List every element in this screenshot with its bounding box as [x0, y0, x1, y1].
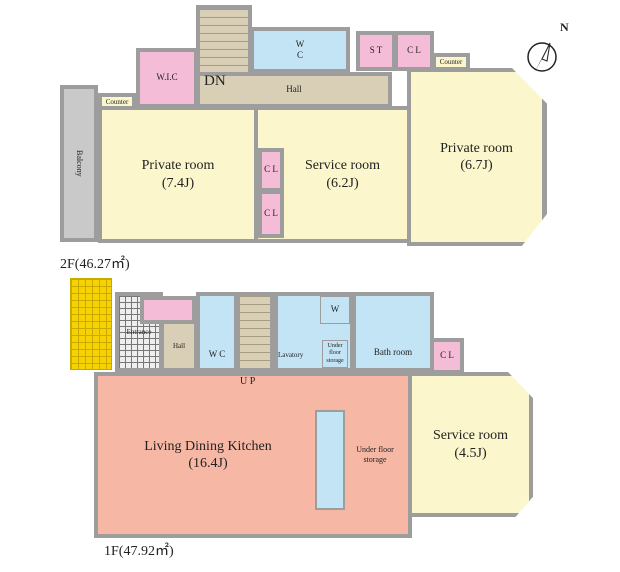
floor1-area: 1F(47.92㎡) — [104, 544, 174, 559]
room-name: Private room — [440, 140, 513, 156]
compass-label: N — [560, 20, 569, 34]
wc-label-w: W — [295, 38, 305, 49]
storage-closet: S T — [356, 31, 396, 71]
private-room-7-4: Private room (7.4J) — [98, 106, 258, 243]
staircase-1f — [236, 292, 274, 372]
staircase-2f — [196, 5, 252, 77]
room-size: (6.2J) — [326, 175, 359, 191]
walk-in-closet: W.I.C — [136, 48, 198, 108]
down-label: DN — [204, 73, 226, 89]
room-size: (4.5J) — [454, 445, 487, 461]
room-name: Private room — [141, 158, 215, 173]
closet-2f: C L — [394, 31, 434, 71]
balcony: Balcony — [60, 85, 98, 242]
room-size: (7.4J) — [161, 175, 195, 191]
wc-label-c: C — [296, 50, 303, 60]
floor2-area: 2F(46.27㎡) — [60, 257, 130, 272]
kitchen-counter — [315, 410, 345, 510]
closet-a: C L — [258, 148, 284, 192]
room-size: (16.4J) — [188, 456, 228, 471]
porch — [70, 278, 112, 370]
room-name: Living Dining Kitchen — [144, 438, 272, 454]
entrance: Entrance — [115, 292, 163, 372]
private-room-6-7: Private room (6.7J) — [407, 68, 547, 246]
room-name: Service room — [304, 158, 381, 173]
closet-1f: C L — [430, 338, 464, 374]
compass-icon — [527, 42, 557, 73]
hall-1f: Hall — [160, 320, 198, 372]
washer-space: W — [320, 296, 350, 324]
closet-b: C L — [258, 190, 284, 238]
underfloor-storage: Under floor storage — [345, 440, 405, 470]
bathroom: Bath room — [352, 292, 434, 372]
room-name: Service room — [432, 428, 509, 443]
underfloor-storage-small: Under floor storage — [322, 340, 348, 368]
living-dining-kitchen: Living Dining Kitchen (16.4J) — [94, 372, 412, 538]
up-label: U P — [240, 376, 256, 387]
room-size: (6.7J) — [460, 158, 493, 173]
wc-1f: W C — [196, 292, 238, 372]
service-room-4-5: Service room (4.5J) — [408, 372, 533, 517]
lavatory-label: Lavatory — [278, 351, 304, 360]
